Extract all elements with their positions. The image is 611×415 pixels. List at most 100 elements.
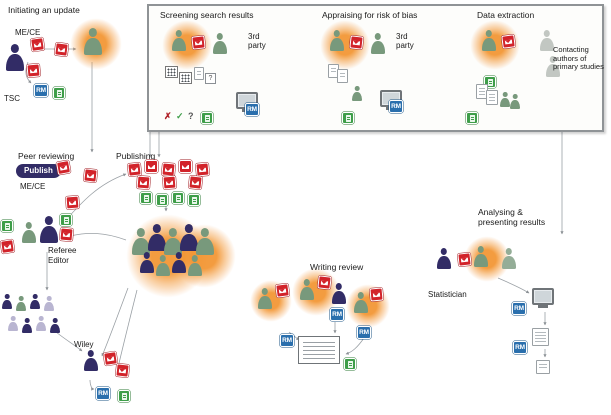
third-party-label: 3rd party <box>396 32 414 51</box>
statistician-person-icon <box>437 248 451 269</box>
query-icon: ? <box>205 73 216 84</box>
revman-icon: RM <box>330 308 344 321</box>
team-person-icon <box>132 228 150 255</box>
email-icon <box>457 252 472 267</box>
team-person-icon <box>196 228 214 255</box>
author-person-icon <box>510 94 520 109</box>
document-attachment-icon <box>201 112 213 124</box>
revman-icon: RM <box>96 387 110 400</box>
author-person-icon <box>330 30 344 51</box>
revman-icon: RM <box>512 302 526 315</box>
mece-label: ME/CE <box>15 28 41 37</box>
author-person-icon <box>172 30 186 51</box>
author-person-icon <box>213 33 227 54</box>
document-attachment-icon <box>344 358 356 370</box>
mece-label: ME/CE <box>20 182 46 191</box>
unsure-mark: ? <box>188 111 194 121</box>
referee-person-icon <box>30 294 40 309</box>
editor-label: Editor <box>48 256 69 265</box>
primary-study-author-icon <box>540 30 554 51</box>
email-icon <box>65 195 80 210</box>
results-document-icon <box>532 328 549 346</box>
document-attachment-icon <box>118 390 130 402</box>
document-attachment-icon <box>172 192 184 204</box>
tsc-label: TSC <box>4 94 20 103</box>
data-form-icon <box>486 90 498 105</box>
email-icon <box>179 160 192 173</box>
email-icon <box>317 275 332 290</box>
reference-list-icon <box>194 67 204 80</box>
email-icon <box>145 160 158 173</box>
email-icon <box>275 283 290 298</box>
mece-person-icon <box>6 44 24 71</box>
activity-glow <box>346 284 390 328</box>
search-results-grid-icon <box>179 72 192 84</box>
author-person-icon <box>84 28 102 55</box>
results-document-icon <box>536 360 550 374</box>
email-icon <box>501 34 516 49</box>
editor-person-icon <box>40 216 58 243</box>
initiating-title: Initiating an update <box>8 5 80 15</box>
document-attachment-icon <box>188 194 200 206</box>
author-person-icon <box>300 279 314 300</box>
team-person-icon <box>172 252 186 273</box>
team-person-icon <box>140 252 154 273</box>
exclude-mark: ✗ <box>164 111 172 121</box>
email-icon <box>115 363 130 378</box>
author-person-icon <box>258 288 272 309</box>
search-results-grid-icon <box>165 66 178 78</box>
revman-icon: RM <box>389 100 403 113</box>
revman-icon: RM <box>280 334 294 347</box>
referee-label: Referee <box>48 246 77 255</box>
revman-icon: RM <box>245 103 259 116</box>
document-attachment-icon <box>156 194 168 206</box>
wiley-label: Wiley <box>74 340 94 349</box>
wiley-person-icon <box>84 350 98 371</box>
referee-person-icon <box>8 316 18 331</box>
email-icon <box>59 227 74 242</box>
email-icon <box>0 239 15 254</box>
author-person-icon <box>354 292 368 313</box>
email-icon <box>136 175 151 190</box>
author-person-icon <box>352 86 362 101</box>
author-person-icon <box>474 246 488 267</box>
referee-person-icon <box>36 316 46 331</box>
referee-person-icon <box>2 294 12 309</box>
email-icon <box>26 63 41 78</box>
include-mark: ✓ <box>176 111 184 121</box>
email-icon <box>195 162 210 177</box>
review-stages-panel <box>147 4 604 132</box>
draft-review-document-icon <box>298 336 340 364</box>
referee-person-icon <box>50 318 60 333</box>
email-icon <box>127 162 142 177</box>
referee-person-icon <box>22 222 36 243</box>
peer-reviewing-title: Peer reviewing <box>18 151 75 161</box>
team-person-icon <box>188 255 202 276</box>
team-person-icon <box>156 255 170 276</box>
third-party-label: 3rd party <box>248 32 266 51</box>
email-icon <box>188 175 203 190</box>
team-person-icon <box>148 224 166 251</box>
document-attachment-icon <box>466 112 478 124</box>
email-icon <box>369 287 384 302</box>
writing-review-title: Writing review <box>310 262 364 272</box>
extraction-title: Data extraction <box>477 10 535 20</box>
referee-person-icon <box>16 296 26 311</box>
author-person-icon <box>371 33 385 54</box>
email-icon <box>191 35 206 50</box>
email-icon <box>162 175 177 190</box>
team-person-icon <box>180 224 198 251</box>
email-icon <box>103 351 118 366</box>
revman-icon: RM <box>357 326 371 339</box>
author-person-icon <box>502 248 516 269</box>
revman-icon: RM <box>34 84 48 97</box>
referee-person-icon <box>22 318 32 333</box>
author-person-icon <box>500 92 510 107</box>
publishing-title: Publishing <box>116 151 156 161</box>
email-icon <box>54 42 69 57</box>
analysing-title: Analysing & presenting results <box>478 207 546 227</box>
primary-study-author-icon <box>546 56 560 77</box>
document-attachment-icon <box>140 192 152 204</box>
publish-badge: Publish <box>16 164 61 178</box>
document-attachment-icon <box>342 112 354 124</box>
